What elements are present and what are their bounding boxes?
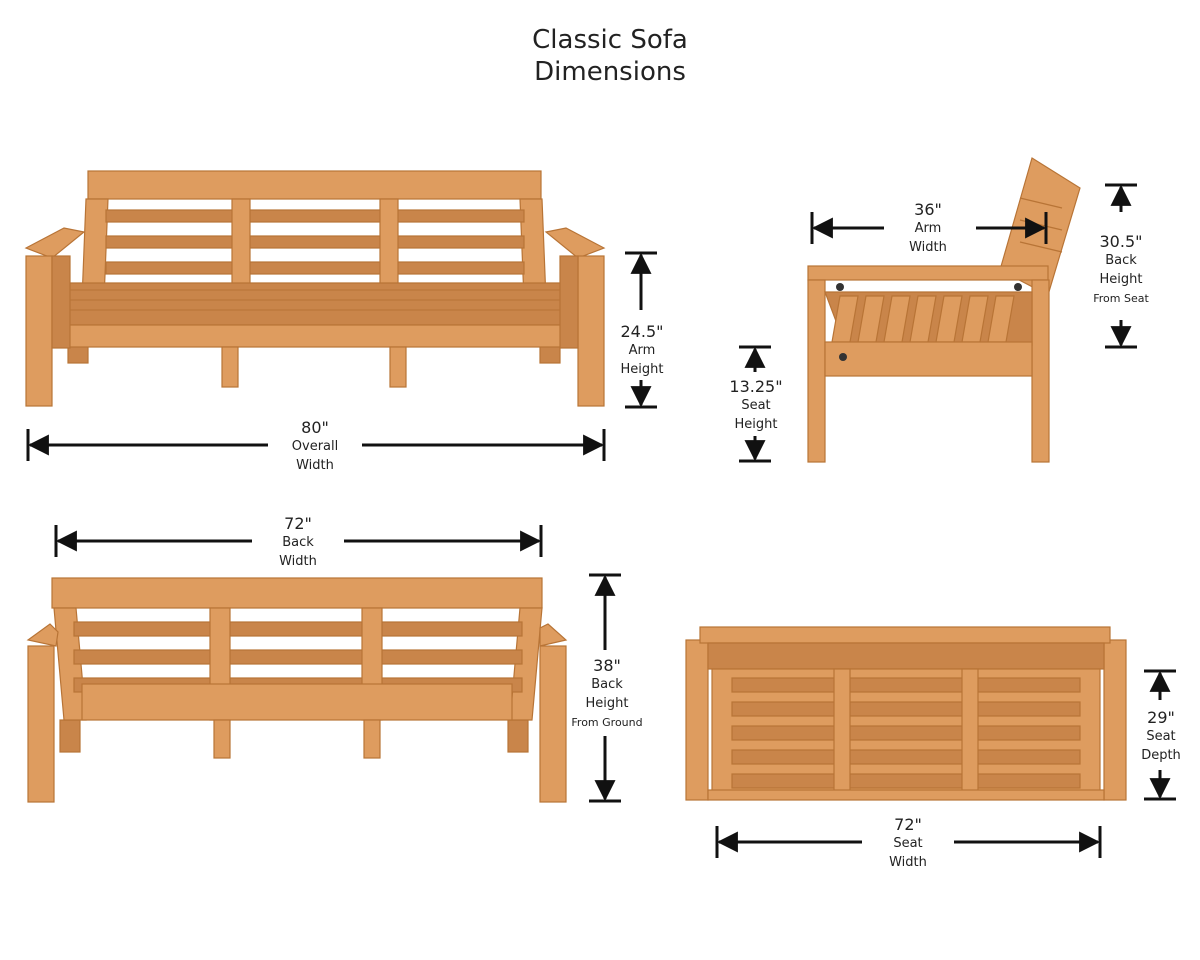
side-front-leg: [807, 279, 826, 463]
back-view-slat: [73, 621, 523, 637]
left-arm-top: [24, 227, 86, 259]
backrest-top-rail: [87, 170, 542, 200]
top-view-divider: [961, 668, 979, 798]
side-arm-rest: [807, 265, 1049, 281]
back-width-label: 72" Back Width: [279, 514, 317, 569]
arm-height-label: 24.5" Arm Height: [620, 322, 664, 377]
side-seat-rail: [824, 341, 1033, 377]
back-view-leg: [59, 719, 81, 753]
overall-width-label: 80" Overall Width: [291, 418, 339, 473]
back-view-right-arm-top: [539, 623, 568, 647]
side-back-slat: [1019, 241, 1063, 253]
back-view-right-arm: [539, 645, 567, 803]
bolt-head: [836, 283, 844, 291]
seat-width-label: 72" Seat Width: [889, 815, 927, 870]
top-view-seat-slat: [731, 773, 1081, 789]
top-view-seat-slat: [731, 749, 1081, 765]
top-view-back-inner: [707, 642, 1105, 670]
diagram-title: Classic Sofa Dimensions: [0, 24, 1200, 88]
left-arm-post: [25, 255, 53, 407]
backrest-slat: [105, 235, 525, 249]
top-view-sofa: [685, 626, 1127, 801]
back-view-left-arm: [27, 645, 55, 803]
seat-height-label: 13.25" Seat Height: [729, 377, 783, 432]
left-arm-inner: [51, 255, 71, 349]
seat-deck: [51, 282, 581, 326]
back-view-slat: [73, 649, 523, 665]
arm-width-label: 36" Arm Width: [909, 200, 947, 255]
dimension-lines: [26, 183, 1176, 858]
title-line-2: Dimensions: [534, 57, 686, 87]
backrest-slat: [105, 261, 525, 275]
side-back-slat: [1019, 197, 1063, 209]
back-view-top-rail: [51, 577, 543, 609]
front-leg: [389, 346, 407, 388]
back-view-leg: [507, 719, 529, 753]
top-view-front-rail: [707, 789, 1105, 801]
back-view-sofa: [26, 577, 568, 803]
back-height-ground-label: 38" Back Height From Ground: [571, 656, 643, 729]
back-view-seat-rail: [81, 683, 513, 721]
bolt-head: [1014, 283, 1022, 291]
front-leg: [221, 346, 239, 388]
top-view-back-rail: [699, 626, 1111, 644]
front-view-sofa: [24, 170, 606, 407]
back-view-left-arm-top: [26, 623, 59, 647]
back-view-mid-leg: [213, 719, 231, 759]
side-back-leg: [1031, 279, 1050, 463]
right-arm-post: [577, 255, 605, 407]
title-line-1: Classic Sofa: [532, 25, 688, 55]
seat-front-rail: [51, 324, 581, 348]
top-view-seat-slat: [731, 725, 1081, 741]
back-height-seat-label: 30.5" Back Height From Seat: [1093, 232, 1149, 305]
backrest-slat: [105, 209, 525, 223]
top-view-right-arm: [1103, 639, 1127, 801]
right-arm-inner: [559, 255, 579, 349]
top-view-seat-slat: [731, 701, 1081, 717]
top-view-left-arm: [685, 639, 709, 801]
top-view-divider: [833, 668, 851, 798]
back-view-mid-leg: [363, 719, 381, 759]
bolt-head: [839, 353, 847, 361]
seat-depth-label: 29" Seat Depth: [1141, 708, 1181, 763]
top-view-seat-slat: [731, 677, 1081, 693]
right-arm-top: [544, 227, 606, 259]
